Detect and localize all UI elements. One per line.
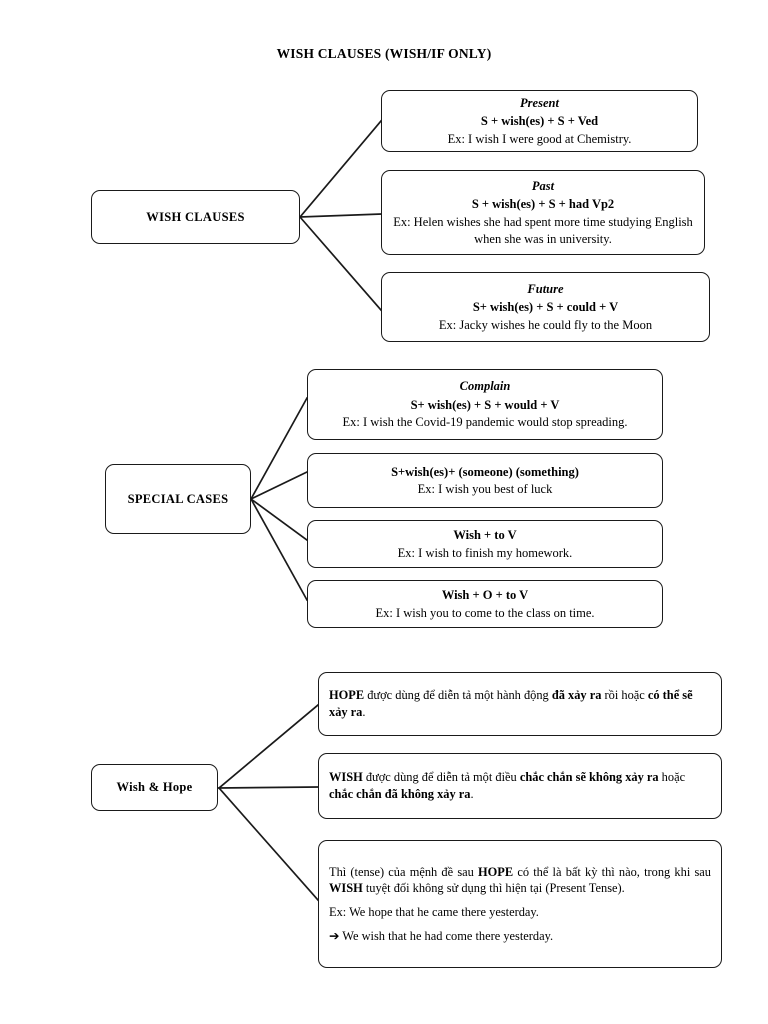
box-present-head: Present <box>520 95 559 110</box>
box-future-formula: S+ wish(es) + S + could + V <box>472 300 619 315</box>
connector-special-complain <box>249 396 309 501</box>
box-wish-o-to-v-example: Ex: I wish you to come to the class on t… <box>375 605 595 620</box>
connector-hope-note <box>217 703 320 790</box>
box-wish-note[interactable]: WISH được dùng để diễn tả một điều chắc … <box>318 753 722 819</box>
tense-note-conclusion: ➔ We wish that he had come there yesterd… <box>329 928 711 945</box>
arrow-icon: ➔ <box>329 928 340 943</box>
tense-note-conclusion-text: We wish that he had come there yesterday… <box>342 928 554 943</box>
connector-wish-future <box>298 215 383 312</box>
hope-note-text: HOPE được dùng để diễn tả một hành động … <box>329 688 693 719</box>
box-wish-to-v[interactable]: Wish + to V Ex: I wish to finish my home… <box>307 520 663 568</box>
wish-note-text: WISH được dùng để diễn tả một điều chắc … <box>329 770 686 801</box>
box-wish-to-v-formula: Wish + to V <box>453 528 517 542</box>
box-present[interactable]: Present S + wish(es) + S + Ved Ex: I wis… <box>381 90 698 152</box>
node-wish-clauses-label: WISH CLAUSES <box>146 209 245 224</box>
box-future-example: Ex: Jacky wishes he could fly to the Moo… <box>438 317 653 332</box>
box-someone-something-formula: S+wish(es)+ (someone) (something) <box>391 464 579 479</box>
connector-wish-note <box>218 786 319 789</box>
connector-special-tov <box>249 497 309 542</box>
box-present-formula: S + wish(es) + S + Ved <box>480 114 599 129</box>
connector-tense-note <box>217 786 320 902</box>
tense-note-example: Ex: We hope that he came there yesterday… <box>329 905 539 919</box>
node-special-cases-label: SPECIAL CASES <box>127 491 229 506</box>
node-wish-and-hope[interactable]: Wish & Hope <box>91 764 218 811</box>
tense-note-text: Thì (tense) của mệnh đề sau HOPE có thể … <box>329 864 711 896</box>
connector-special-otov <box>249 497 309 602</box>
page-title: WISH CLAUSES (WISH/IF ONLY) <box>276 46 492 61</box>
box-wish-o-to-v[interactable]: Wish + O + to V Ex: I wish you to come t… <box>307 580 663 628</box>
node-special-cases[interactable]: SPECIAL CASES <box>105 464 251 534</box>
box-past[interactable]: Past S + wish(es) + S + had Vp2 Ex: Hele… <box>381 170 705 255</box>
box-present-example: Ex: I wish I were good at Chemistry. <box>447 131 632 146</box>
box-wish-o-to-v-formula: Wish + O + to V <box>441 588 529 602</box>
node-wish-and-hope-label: Wish & Hope <box>116 780 193 794</box>
box-tense-note[interactable]: Thì (tense) của mệnh đề sau HOPE có thể … <box>318 840 722 968</box>
box-hope-note[interactable]: HOPE được dùng để diễn tả một hành động … <box>318 672 722 736</box>
connector-wish-present <box>298 119 383 219</box>
box-past-head: Past <box>531 178 555 193</box>
box-complain[interactable]: Complain S+ wish(es) + S + would + V Ex:… <box>307 369 663 440</box>
box-future[interactable]: Future S+ wish(es) + S + could + V Ex: J… <box>381 272 710 342</box>
box-someone-something-example: Ex: I wish you best of luck <box>417 482 553 497</box>
box-someone-something[interactable]: S+wish(es)+ (someone) (something) Ex: I … <box>307 453 663 508</box>
box-past-example: Ex: Helen wishes she had spent more time… <box>393 214 693 246</box>
connector-special-someone <box>249 470 309 501</box>
box-future-head: Future <box>527 281 564 296</box>
box-wish-to-v-example: Ex: I wish to finish my homework. <box>397 545 573 560</box>
box-complain-formula: S+ wish(es) + S + would + V <box>410 397 560 412</box>
box-complain-example: Ex: I wish the Covid-19 pandemic would s… <box>342 415 628 430</box>
connector-wish-past <box>299 213 382 218</box>
box-past-formula: S + wish(es) + S + had Vp2 <box>471 196 615 211</box>
box-complain-head: Complain <box>459 379 511 394</box>
node-wish-clauses[interactable]: WISH CLAUSES <box>91 190 300 244</box>
